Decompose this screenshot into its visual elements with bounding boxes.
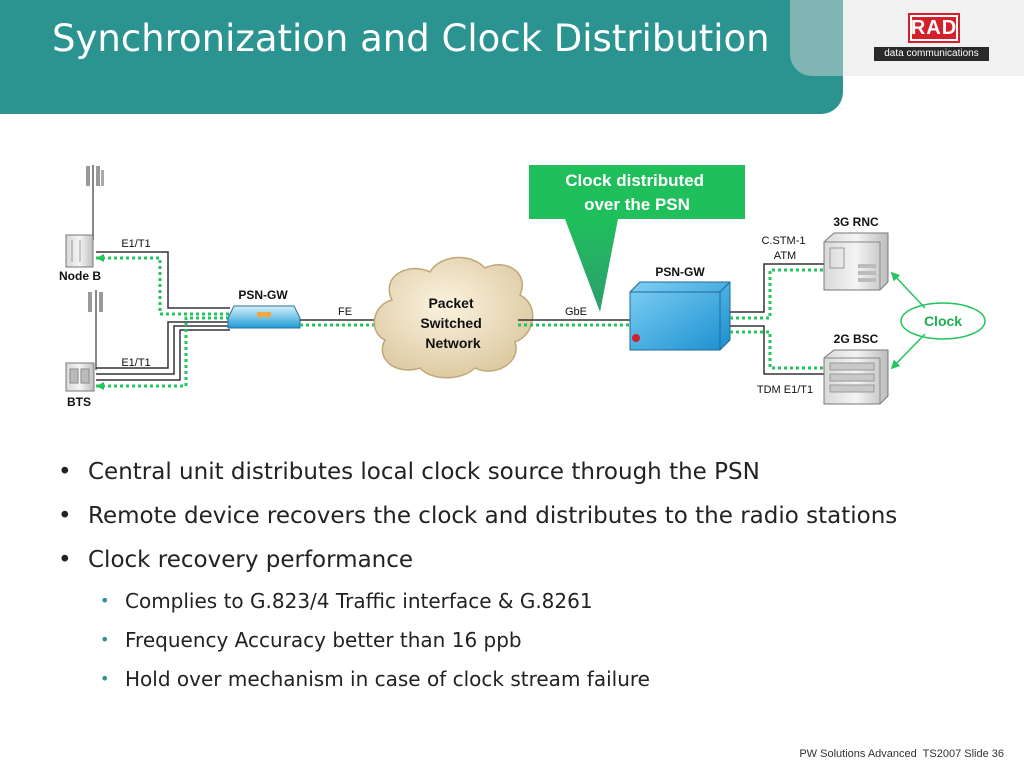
gbe-label: GbE	[565, 306, 587, 318]
stm-label: C.STM-1 ATM	[761, 235, 808, 262]
node-b-label: Node B	[59, 269, 101, 283]
bullet-item: Remote device recovers the clock and dis…	[56, 498, 956, 534]
node-b-cabinet-icon	[65, 234, 94, 268]
bsc-label: 2G BSC	[834, 332, 879, 346]
clock-label: Clock	[924, 313, 962, 329]
bts-antenna-icon	[88, 290, 103, 370]
clock-callout	[529, 165, 745, 312]
bsc-link	[730, 325, 824, 375]
slide-footer: PW Solutions Advanced TS2007 Slide 36	[799, 748, 1004, 760]
cloud-line-1: Packet	[428, 295, 473, 311]
sub-bullet-item: Frequency Accuracy better than 16 ppb	[56, 625, 956, 655]
title-band-accent	[790, 0, 850, 76]
e1t1-top-label: E1/T1	[121, 238, 150, 250]
rad-logo: RAD	[908, 13, 960, 43]
psn-gw-right-device-icon	[629, 281, 731, 351]
bullet-item: Central unit distributes local clock sou…	[56, 454, 956, 490]
fe-label: FE	[338, 306, 352, 318]
rnc-link	[730, 263, 824, 320]
psn-cloud-icon	[373, 256, 534, 379]
node-b-antenna-icon	[86, 165, 104, 240]
bullet-item: Clock recovery performance	[56, 542, 956, 578]
cloud-line-3: Network	[425, 335, 480, 351]
sub-bullet-item: Hold over mechanism in case of clock str…	[56, 664, 956, 694]
bullet-list: Central unit distributes local clock sou…	[56, 454, 956, 703]
bts-e1t1-link	[96, 316, 230, 390]
network-diagram: Node B BTS E1/T1 E1/T1 PSN-GW FE	[59, 165, 986, 409]
cloud-line-2: Switched	[420, 315, 481, 331]
bts-cabinet-icon	[65, 362, 95, 392]
callout-text: Clock distributed over the PSN	[565, 171, 709, 214]
node-b-e1t1-link	[96, 251, 230, 316]
bts-label: BTS	[67, 395, 91, 409]
stm-line-2: ATM	[774, 250, 796, 262]
e1t1-bottom-label: E1/T1	[121, 357, 150, 369]
clock-source	[890, 271, 986, 370]
callout-line-2: over the PSN	[584, 195, 690, 214]
title-band	[0, 0, 843, 114]
rad-logo-subtitle: data communications	[874, 47, 989, 61]
psn-gw-right-label: PSN-GW	[655, 265, 705, 279]
tdm-label: TDM E1/T1	[757, 384, 813, 396]
stm-line-1: C.STM-1	[761, 235, 805, 247]
bsc-server-icon	[823, 349, 889, 405]
cloud-label: Packet Switched Network	[420, 295, 485, 351]
slide-title: Synchronization and Clock Distribution	[52, 17, 770, 60]
psn-gw-left-label: PSN-GW	[238, 288, 288, 302]
callout-line-1: Clock distributed	[565, 171, 704, 190]
psn-gw-left-device-icon	[227, 305, 301, 329]
rnc-label: 3G RNC	[833, 215, 879, 229]
rnc-server-icon	[823, 232, 889, 291]
sub-bullet-item: Complies to G.823/4 Traffic interface & …	[56, 586, 956, 616]
